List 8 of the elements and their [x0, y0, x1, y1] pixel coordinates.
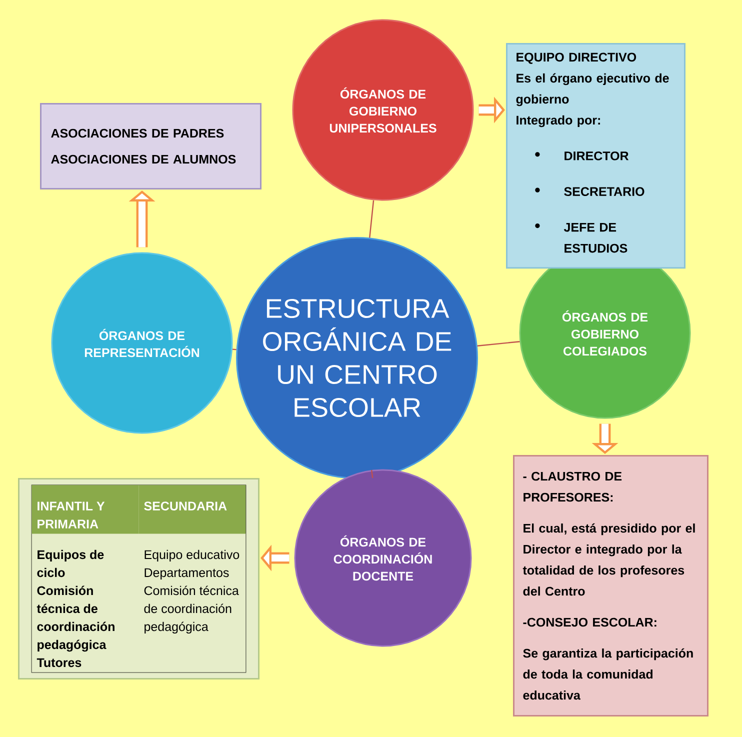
connector-line: [477, 341, 520, 346]
connector-line: [232, 348, 236, 350]
connector-line: [369, 200, 374, 238]
connector-line: [370, 470, 374, 478]
table-box: INFANTIL Y PRIMARIA SECUNDARIA Equipos de ciclo Comisión técnica de coordinación pedagógica Tutores Equipo educativo Departamentos Comisión técnica de coordinación pedagógica: [18, 478, 260, 680]
info-box: EQUIPO DIRECTIVO Es el órgano ejecutivo de gobierno Integrado por: DIRECTOR SECRETARIO JEFE DE ESTUDIOS: [506, 43, 686, 269]
info-box: ASOCIACIONES DE PADRES ASOCIACIONES DE ALUMNOS: [40, 103, 262, 190]
info-box: - CLAUSTRO DE PROFESORES: El cual, está presidido por el Director e integrado por la totalidad de los profesores del Centro -CONSEJO ESCOLAR: Se garantiza la participación de toda la comunidad educativa: [513, 455, 708, 716]
